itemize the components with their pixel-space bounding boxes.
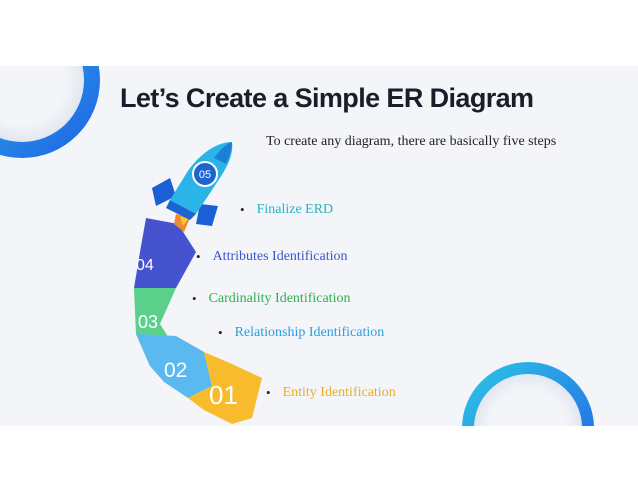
step-number-03: 03 [138, 312, 158, 332]
bullet-icon: • [240, 202, 245, 217]
step-label-03: • Cardinality Identification [192, 291, 350, 307]
step-label-04: • Attributes Identification [196, 249, 347, 265]
slide-canvas: Let’s Create a Simple ER Diagram To crea… [0, 66, 638, 426]
step-segment-02 [136, 334, 212, 398]
step-text: Relationship Identification [234, 325, 385, 340]
step-label-02: • Relationship Identification [218, 325, 384, 341]
bullet-icon: • [218, 325, 223, 340]
decorative-ring-bottom-right [462, 362, 594, 426]
step-text: Entity Identification [282, 385, 396, 400]
page-title: Let’s Create a Simple ER Diagram [120, 83, 534, 113]
bullet-icon: • [196, 249, 201, 264]
step-text: Finalize ERD [256, 202, 334, 217]
step-text: Attributes Identification [212, 249, 348, 264]
bullet-icon: • [266, 385, 271, 400]
step-text: Cardinality Identification [208, 291, 351, 306]
step-number-01: 01 [209, 380, 238, 410]
step-number-04: 04 [136, 257, 154, 274]
decorative-ring-top-left [0, 66, 100, 158]
decorations-layer [0, 66, 594, 426]
step-segment-04 [134, 218, 196, 288]
step-segment-01 [188, 352, 262, 424]
page-subtitle: To create any diagram, there are basical… [266, 134, 557, 149]
step-label-05: • Finalize ERD [240, 202, 333, 218]
step-label-01: • Entity Identification [266, 385, 396, 401]
rocket-icon [152, 142, 233, 232]
step-path-diagram: 05 04 03 02 01 [134, 142, 262, 424]
step-number-02: 02 [164, 359, 187, 382]
step-number-05: 05 [199, 169, 211, 181]
bullet-icon: • [192, 291, 197, 306]
